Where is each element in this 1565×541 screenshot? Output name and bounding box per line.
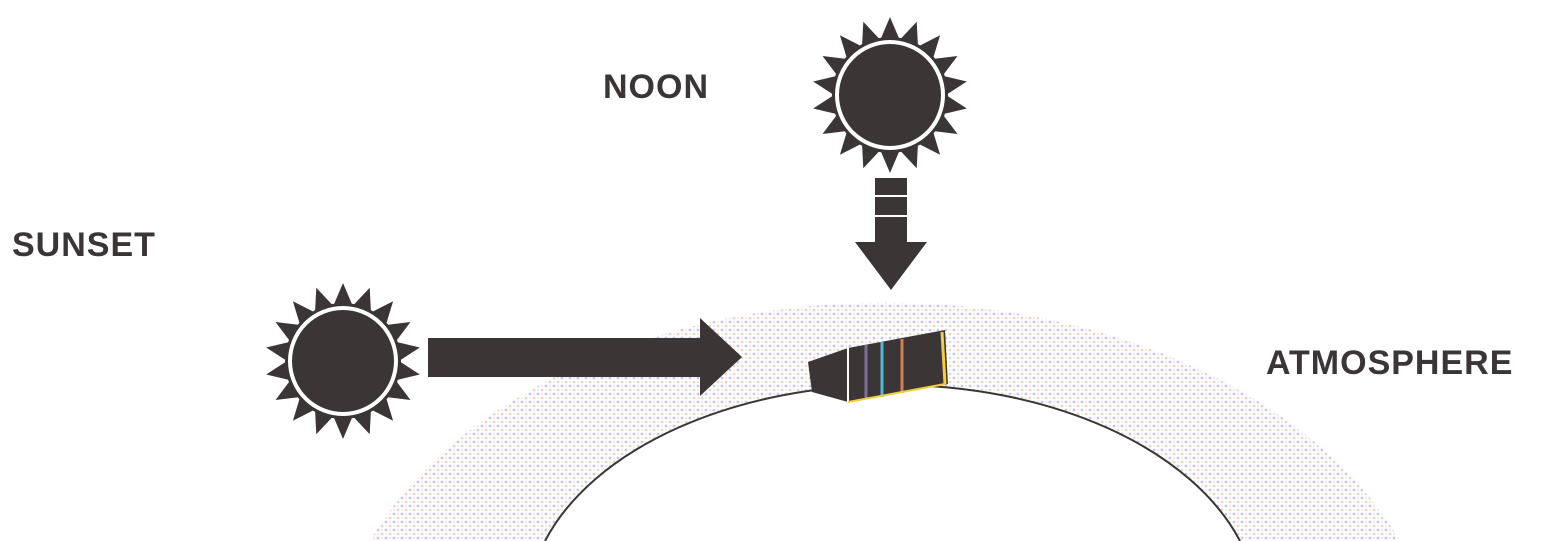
noon-label: NOON xyxy=(603,68,709,106)
noon-sun-icon xyxy=(813,17,967,173)
noon-arrow-down-icon xyxy=(855,178,927,290)
atmosphere-label: ATMOSPHERE xyxy=(1266,344,1514,382)
observer-spectrum-block-icon xyxy=(808,330,948,403)
sunset-arrow-right-icon xyxy=(428,318,742,396)
sunset-label: SUNSET xyxy=(12,226,156,264)
sunset-sun-icon xyxy=(266,283,420,439)
